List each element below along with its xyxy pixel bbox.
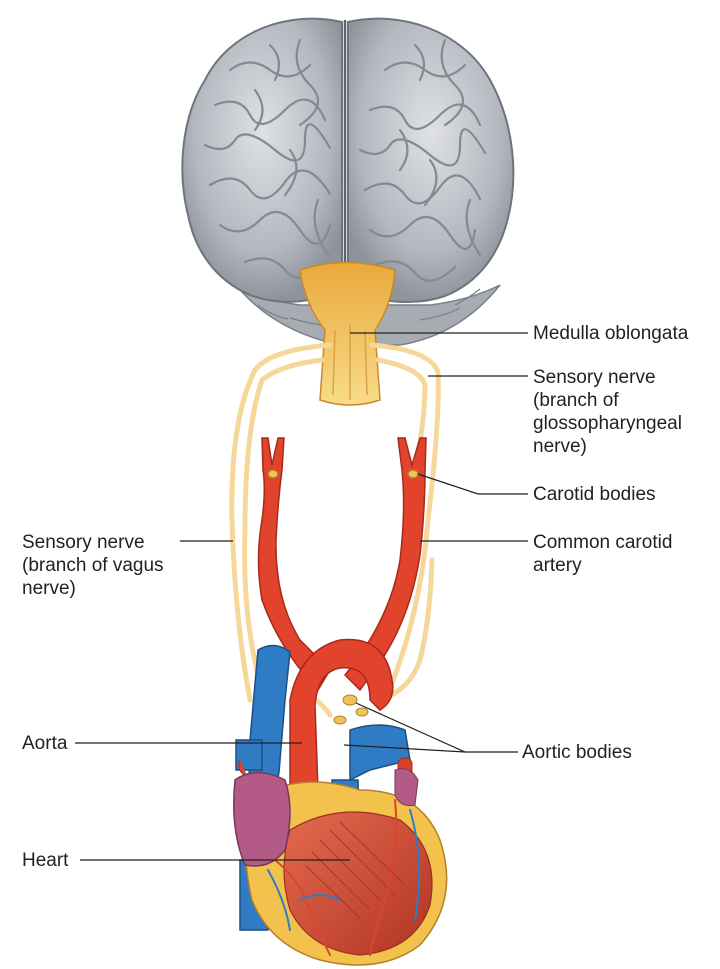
label-aortic-bodies: Aortic bodies bbox=[522, 741, 632, 764]
label-aorta: Aorta bbox=[22, 732, 67, 755]
label-sensory-nerve-glossopharyngeal: Sensory nerve (branch of glossopharyngea… bbox=[533, 366, 682, 458]
label-common-carotid-artery: Common carotid artery bbox=[533, 531, 672, 577]
label-heart: Heart bbox=[22, 849, 68, 872]
brain bbox=[182, 19, 513, 302]
label-sensory-nerve-vagus: Sensory nerve (branch of vagus nerve) bbox=[22, 531, 164, 600]
heart bbox=[234, 769, 447, 965]
label-medulla-oblongata: Medulla oblongata bbox=[533, 322, 688, 345]
label-carotid-bodies: Carotid bodies bbox=[533, 483, 656, 506]
